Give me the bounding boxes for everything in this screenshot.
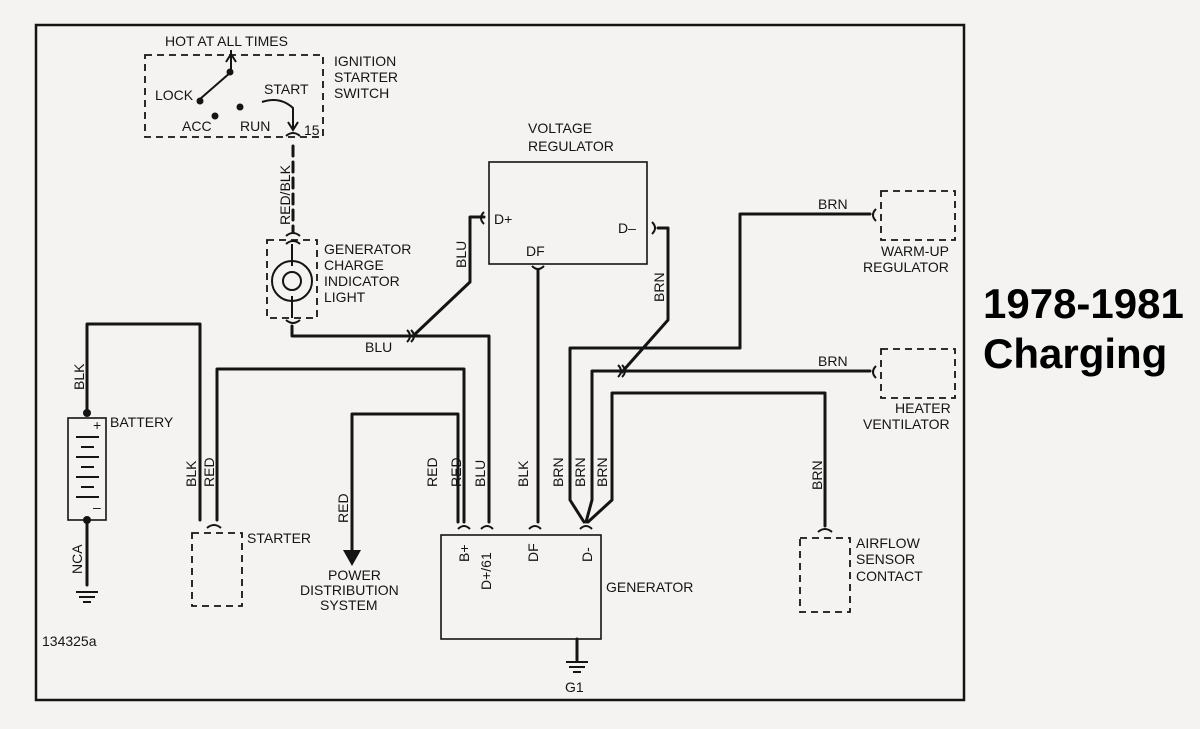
g1-label: G1	[565, 679, 584, 695]
terminal-15-label: 15	[304, 122, 320, 138]
regulator-df: DF	[526, 243, 545, 259]
wire-label-reg-brn: BRN	[651, 272, 667, 302]
wire-label-gen-blu: BLU	[472, 460, 488, 487]
heater-label-1: HEATER	[895, 400, 951, 416]
wire-label-gen-blk: BLK	[515, 460, 531, 487]
warmup-regulator: WARM-UP REGULATOR	[863, 190, 956, 275]
wire-airflow	[586, 391, 827, 528]
regulator-dplus: D+	[494, 211, 512, 227]
battery: + – BATTERY	[67, 409, 174, 524]
wire-label-starter-red: RED	[201, 457, 217, 487]
wire-label-nca: NCA	[69, 544, 85, 574]
wire-label-batt-blk: BLK	[71, 363, 87, 390]
airflow-label-1: AIRFLOW	[856, 535, 921, 551]
title-line-1: 1978-1981	[983, 280, 1184, 327]
wire-label-airflow-brn: BRN	[809, 460, 825, 490]
lock-label: LOCK	[155, 87, 194, 103]
generator-label: GENERATOR	[606, 579, 693, 595]
heater-label-2: VENTILATOR	[863, 416, 950, 432]
diagram-frame	[34, 23, 966, 702]
light-label-2: CHARGE	[324, 257, 384, 273]
wire-label-warmup-brn: BRN	[818, 196, 848, 212]
light-label-4: LIGHT	[324, 289, 366, 305]
charge-indicator-light: GENERATOR CHARGE INDICATOR LIGHT	[266, 239, 411, 324]
heater-ventilator: HEATER VENTILATOR	[863, 348, 956, 432]
generator: B+ D+/61 DF D- GENERATOR	[440, 525, 693, 640]
title-line-2: Charging	[983, 330, 1167, 377]
gen-dminus: D-	[579, 547, 595, 562]
wire-reg-dminus	[620, 226, 670, 374]
airflow-sensor: AIRFLOW SENSOR CONTACT	[799, 528, 923, 613]
wire-label-gen-red2: RED	[448, 457, 464, 487]
wire-battery-to-starter	[85, 322, 202, 522]
hot-at-all-times-label: HOT AT ALL TIMES	[165, 33, 288, 49]
battery-plus: +	[93, 417, 101, 433]
airflow-label-3: CONTACT	[856, 568, 923, 584]
ignition-label-2: STARTER	[334, 69, 398, 85]
start-label: START	[264, 81, 309, 97]
wire-light-to-regulator	[411, 215, 486, 338]
battery-minus: –	[93, 499, 101, 515]
wire-label-gen-red1: RED	[424, 457, 440, 487]
wire-label-gen-brn2: BRN	[572, 457, 588, 487]
figure-id: 134325a	[42, 633, 97, 649]
pds-arrow	[343, 550, 361, 566]
starter: STARTER	[191, 524, 311, 607]
warmup-label-1: WARM-UP	[881, 243, 949, 259]
battery-label: BATTERY	[110, 414, 174, 430]
gen-d61: D+/61	[478, 552, 494, 590]
pds-label-3: SYSTEM	[320, 597, 378, 613]
wire-label-starter-blk: BLK	[183, 460, 199, 487]
wire-label-pds-red: RED	[335, 493, 351, 523]
regulator-label-2: REGULATOR	[528, 138, 614, 154]
ignition-switch: HOT AT ALL TIMES LOCK ACC RUN START 15 I…	[144, 33, 398, 138]
run-label: RUN	[240, 118, 270, 134]
airflow-label-2: SENSOR	[856, 551, 915, 567]
light-label-3: INDICATOR	[324, 273, 400, 289]
wire-light-to-generator	[290, 324, 491, 524]
wire-label-heater-brn: BRN	[818, 353, 848, 369]
regulator-dminus: D–	[618, 220, 636, 236]
generator-ground-symbol	[566, 661, 588, 673]
starter-label: STARTER	[247, 530, 311, 546]
battery-ground-symbol	[76, 591, 98, 603]
gen-df: DF	[525, 543, 541, 562]
wire-heater	[584, 369, 872, 524]
pds-label-2: DISTRIBUTION	[300, 582, 399, 598]
acc-label: ACC	[182, 118, 212, 134]
pds-label-1: POWER	[328, 567, 381, 583]
wire-starter-red	[215, 367, 466, 524]
ignition-label-3: SWITCH	[334, 85, 389, 101]
regulator-label-1: VOLTAGE	[528, 120, 592, 136]
warmup-label-2: REGULATOR	[863, 259, 949, 275]
voltage-regulator: VOLTAGE REGULATOR D+ DF D–	[480, 120, 656, 270]
wire-gen-to-pds	[350, 412, 460, 554]
wire-label-red-blk: RED/BLK	[277, 164, 293, 225]
wire-label-blu-bottom: BLU	[365, 339, 392, 355]
wire-label-gen-brn3: BRN	[594, 457, 610, 487]
ignition-label-1: IGNITION	[334, 53, 396, 69]
wire-warmup	[568, 212, 872, 524]
light-label-1: GENERATOR	[324, 241, 411, 257]
gen-bplus: B+	[456, 544, 472, 562]
wire-label-blu-reg: BLU	[453, 241, 469, 268]
wire-label-gen-brn1: BRN	[550, 457, 566, 487]
